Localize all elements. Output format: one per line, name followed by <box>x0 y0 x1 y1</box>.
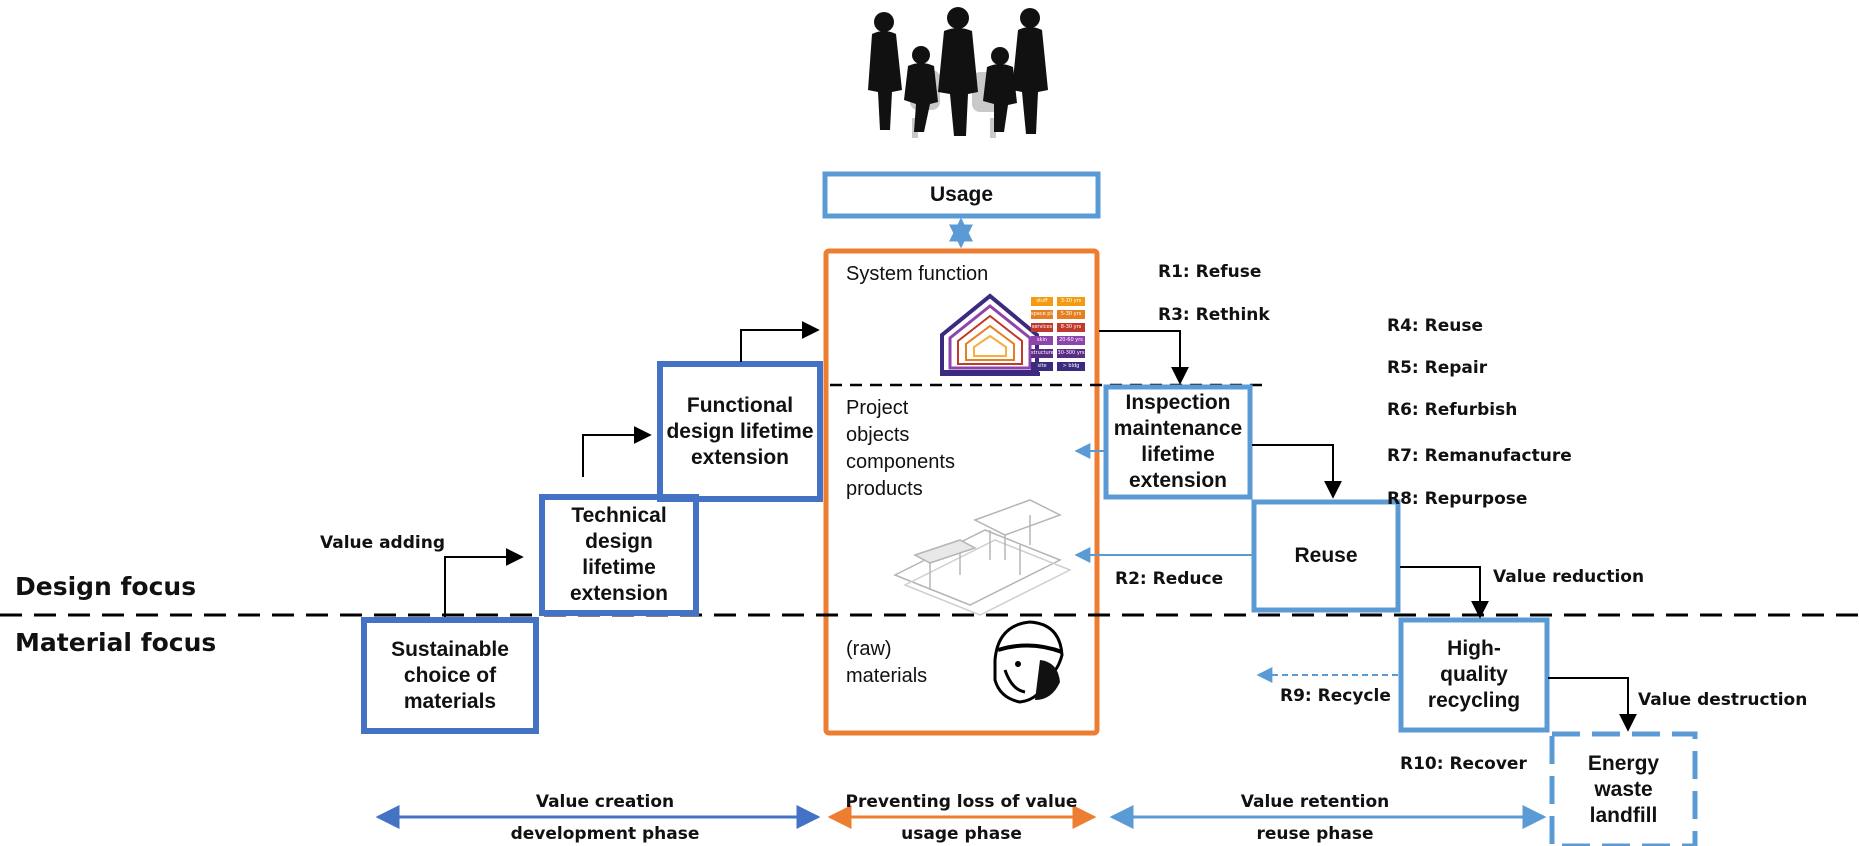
value-retention-label: Value retention <box>1240 792 1390 812</box>
development-phase-label: development phase <box>510 824 700 844</box>
business-people-icon <box>868 7 1048 138</box>
value-adding-arrow-2 <box>582 426 652 477</box>
usage-phase-label: usage phase <box>901 824 1022 844</box>
r5-label: R5: Repair <box>1387 358 1488 378</box>
preventing-loss-label: Preventing loss of value <box>845 792 1078 812</box>
house-layer-label: stuff <box>1036 298 1048 304</box>
r3-label: R3: Rethink <box>1158 305 1270 325</box>
inspection-label: Inspection maintenance lifetime extensio… <box>1113 391 1243 492</box>
energy-box <box>1549 731 1698 846</box>
value-creation-label: Value creation <box>535 792 675 812</box>
value-reduction-arrow-1 <box>1252 444 1342 499</box>
raw-materials-block: (raw) materials <box>846 636 927 690</box>
shearing-layers-house-icon <box>940 293 1085 376</box>
house-layer-label: site <box>1037 363 1047 369</box>
components-line: components <box>846 451 955 473</box>
material-focus-label: Material focus <box>15 628 217 657</box>
project-label-block: Project objects components products <box>846 395 955 503</box>
r6-label: R6: Refurbish <box>1387 400 1518 420</box>
energy-label: Energy waste landfill <box>1587 752 1660 827</box>
value-destruction-label: Value destruction <box>1638 690 1808 710</box>
sustainable-label: Sustainable choice of materials <box>391 637 509 713</box>
house-layer-label: services <box>1031 324 1053 330</box>
design-focus-label: Design focus <box>15 572 197 601</box>
value-adding-arrow-1 <box>444 548 524 617</box>
r7-label: R7: Remanufacture <box>1387 446 1572 466</box>
r8-label: R8: Repurpose <box>1387 489 1528 509</box>
technical-label: Technical design lifetime extension <box>569 504 669 605</box>
house-layer-years: 8-30 yrs <box>1060 324 1082 330</box>
house-layer-label: structure <box>1031 350 1053 356</box>
worker-helmet-icon <box>993 620 1064 704</box>
r9-label: R9: Recycle <box>1280 686 1391 706</box>
usage-label: Usage <box>929 183 994 206</box>
value-adding-arrow-3 <box>740 321 820 362</box>
building-components-icon <box>893 499 1072 616</box>
house-layer-years: 5-30 yrs <box>1060 311 1082 317</box>
r4-label: R4: Reuse <box>1387 316 1484 336</box>
house-layer-years: 20-60 yrs <box>1059 337 1083 343</box>
functional-label: Functional design lifetime extension <box>666 393 814 469</box>
inspection-box <box>1103 384 1253 500</box>
value-reduction-arrow-2 <box>1400 566 1489 619</box>
raw-line: (raw) <box>846 638 892 660</box>
value-adding-label: Value adding <box>320 533 445 553</box>
system-function-label: System function <box>846 263 989 285</box>
r10-label: R10: Recover <box>1400 754 1527 774</box>
house-layer-years: 3-10 yrs <box>1060 298 1082 304</box>
functional-box <box>657 361 823 502</box>
objects-line: objects <box>846 424 910 446</box>
reuse-phase-label: reuse phase <box>1256 824 1374 844</box>
r2-label: R2: Reduce <box>1115 569 1224 589</box>
center-system-box <box>823 248 1100 736</box>
project-line: Project <box>846 397 909 419</box>
recycling-box <box>1398 617 1550 733</box>
reuse-box <box>1251 499 1401 613</box>
reuse-label: Reuse <box>1294 544 1358 567</box>
house-layer-label: skin <box>1036 337 1048 343</box>
r1-label: R1: Refuse <box>1158 262 1262 282</box>
products-line: products <box>846 478 923 500</box>
house-layer-years: 30-300 yrs <box>1057 350 1085 356</box>
rethink-arrow <box>1099 330 1189 385</box>
house-layer-label: space plan <box>1031 311 1053 317</box>
house-layer-years: > bldg <box>1062 363 1080 369</box>
technical-box <box>539 494 699 616</box>
materials-line: materials <box>846 665 928 687</box>
recycling-label: High-quality recycling <box>1427 637 1521 712</box>
sustainable-box <box>361 617 539 734</box>
usage-box <box>822 171 1101 219</box>
value-destruction-arrow <box>1548 677 1637 732</box>
value-reduction-label: Value reduction <box>1493 567 1645 587</box>
